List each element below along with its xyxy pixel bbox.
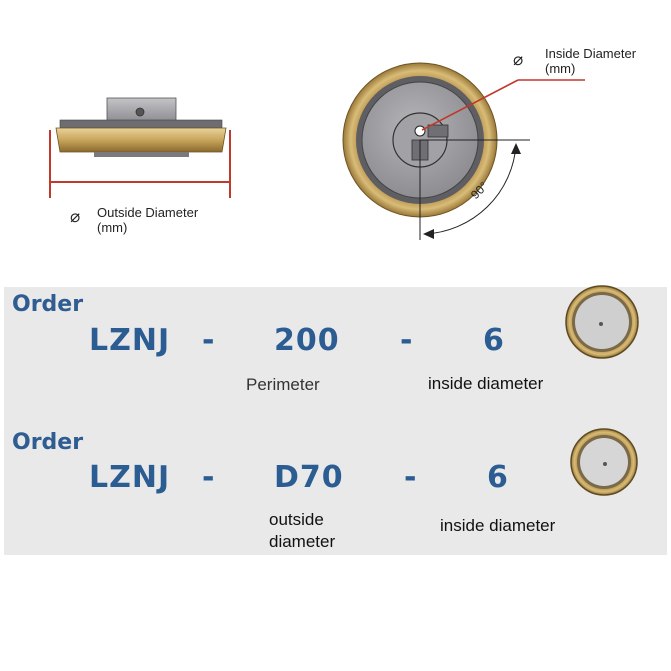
- front-view: [342, 62, 498, 218]
- order-dash: -: [404, 460, 418, 495]
- order-size: D70: [274, 460, 344, 495]
- order-prefix: LZNJ: [89, 460, 171, 495]
- outside-diameter-label: Outside Diameter: [97, 205, 199, 220]
- bore-caption: inside diameter: [428, 374, 544, 393]
- inside-diameter-leader: [421, 79, 585, 131]
- order-dash: -: [400, 323, 414, 358]
- outside-diameter-unit: (mm): [97, 220, 128, 235]
- technical-drawing: [49, 62, 585, 240]
- order-size: 200: [274, 323, 340, 358]
- order-dash: -: [202, 460, 216, 495]
- order-bore: 6: [483, 323, 505, 358]
- inside-diameter-label: Inside Diameter: [545, 46, 637, 61]
- order-panel: [4, 287, 667, 555]
- angle-dimension: [419, 139, 530, 240]
- inside-diameter-symbol: ⌀: [513, 50, 524, 69]
- side-view: [55, 97, 227, 157]
- inside-diameter-unit: (mm): [545, 61, 576, 76]
- size-caption-line1: outside: [269, 510, 324, 529]
- size-caption: Perimeter: [246, 375, 320, 394]
- outside-diameter-symbol: ⌀: [70, 207, 81, 226]
- bore-caption: inside diameter: [440, 516, 556, 535]
- order-heading: Order: [12, 292, 84, 317]
- order-dash: -: [202, 323, 216, 358]
- order-bore: 6: [487, 460, 509, 495]
- outside-diameter-dimension: [49, 130, 231, 198]
- size-caption-line2: diameter: [269, 532, 336, 551]
- order-prefix: LZNJ: [89, 323, 171, 358]
- order-heading: Order: [12, 430, 84, 455]
